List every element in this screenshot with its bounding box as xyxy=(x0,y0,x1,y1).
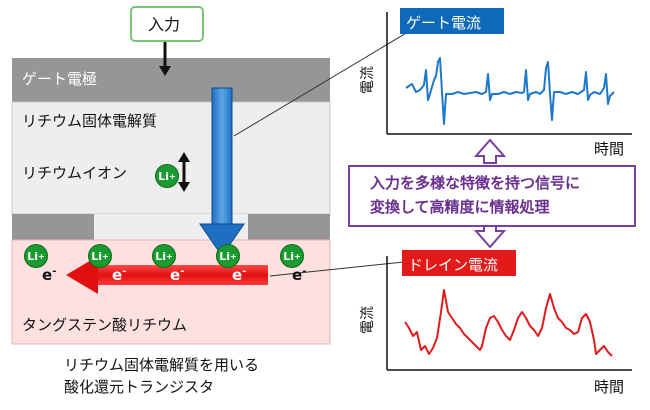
li-symbol: Li xyxy=(158,169,170,183)
solid-electrolyte xyxy=(11,101,331,215)
drain-plot-title: ドレイン電流 xyxy=(408,256,499,274)
electron: e- xyxy=(112,266,127,284)
input-box xyxy=(130,6,204,42)
gate-plot-title-box xyxy=(400,8,504,34)
li-charge: + xyxy=(38,251,45,261)
li-ion: Li+ xyxy=(24,244,48,268)
process-box xyxy=(348,165,636,227)
source-electrode xyxy=(12,214,94,240)
gate-current-trace xyxy=(405,57,615,125)
li-charge: + xyxy=(169,171,176,181)
drain-plot-y-label: 電流 xyxy=(360,306,376,334)
caption-line1: リチウム固体電解質を用いる xyxy=(64,356,260,374)
li-charge: + xyxy=(102,251,109,261)
process-line1: 入力を多様な特徴を持つ信号に xyxy=(370,174,581,192)
drain-electrode xyxy=(248,214,330,240)
li-ion: Li+ xyxy=(152,244,176,268)
li-ion: Li+ xyxy=(280,244,304,268)
gate-electrode-label: ゲート電極 xyxy=(22,70,98,88)
ion-arrow-up xyxy=(178,152,190,162)
electron: e- xyxy=(170,266,185,284)
purple-arrow-up xyxy=(473,138,507,164)
li-symbol: Li xyxy=(91,249,103,263)
ion-label: リチウムイオン xyxy=(22,164,128,182)
drain-current-arrow xyxy=(96,265,268,285)
gate-current-arrowhead xyxy=(199,223,245,257)
ion-arrow-down xyxy=(178,182,190,192)
gate-plot-y-label: 電流 xyxy=(360,66,376,94)
gate-electrode xyxy=(12,58,330,102)
li-charge: + xyxy=(294,251,301,261)
li-charge: + xyxy=(166,251,173,261)
input-label: 入力 xyxy=(148,15,181,34)
li-ion: Li+ xyxy=(216,244,240,268)
li-symbol: Li xyxy=(27,249,39,263)
purple-arrow-down xyxy=(473,223,507,249)
caption-line2: 酸化還元トランジスタ xyxy=(64,378,215,396)
drain-current-arrowhead xyxy=(66,256,98,294)
li-ion: Li+ xyxy=(88,244,112,268)
li-charge: + xyxy=(230,251,237,261)
li-ion: Li+ xyxy=(155,164,179,188)
li-symbol: Li xyxy=(155,249,167,263)
li-symbol: Li xyxy=(283,249,295,263)
electron: e- xyxy=(232,266,247,284)
drain-current-trace xyxy=(404,289,613,357)
input-arrowhead xyxy=(159,66,171,76)
electrolyte-label: リチウム固体電解質 xyxy=(22,112,158,130)
drain-plot-title-box xyxy=(402,250,516,276)
channel-label: タングステン酸リチウム xyxy=(22,316,188,334)
electron: e- xyxy=(42,266,57,284)
gate-plot-title: ゲート電流 xyxy=(406,14,482,32)
electron: e- xyxy=(292,266,307,284)
li-symbol: Li xyxy=(219,249,231,263)
drain-plot-x-label: 時間 xyxy=(594,378,625,396)
gate-current-arrow xyxy=(211,87,233,227)
process-line2: 変換して高精度に情報処理 xyxy=(370,198,550,216)
gate-plot-x-label: 時間 xyxy=(594,140,625,158)
drain-callout-line xyxy=(269,261,405,277)
